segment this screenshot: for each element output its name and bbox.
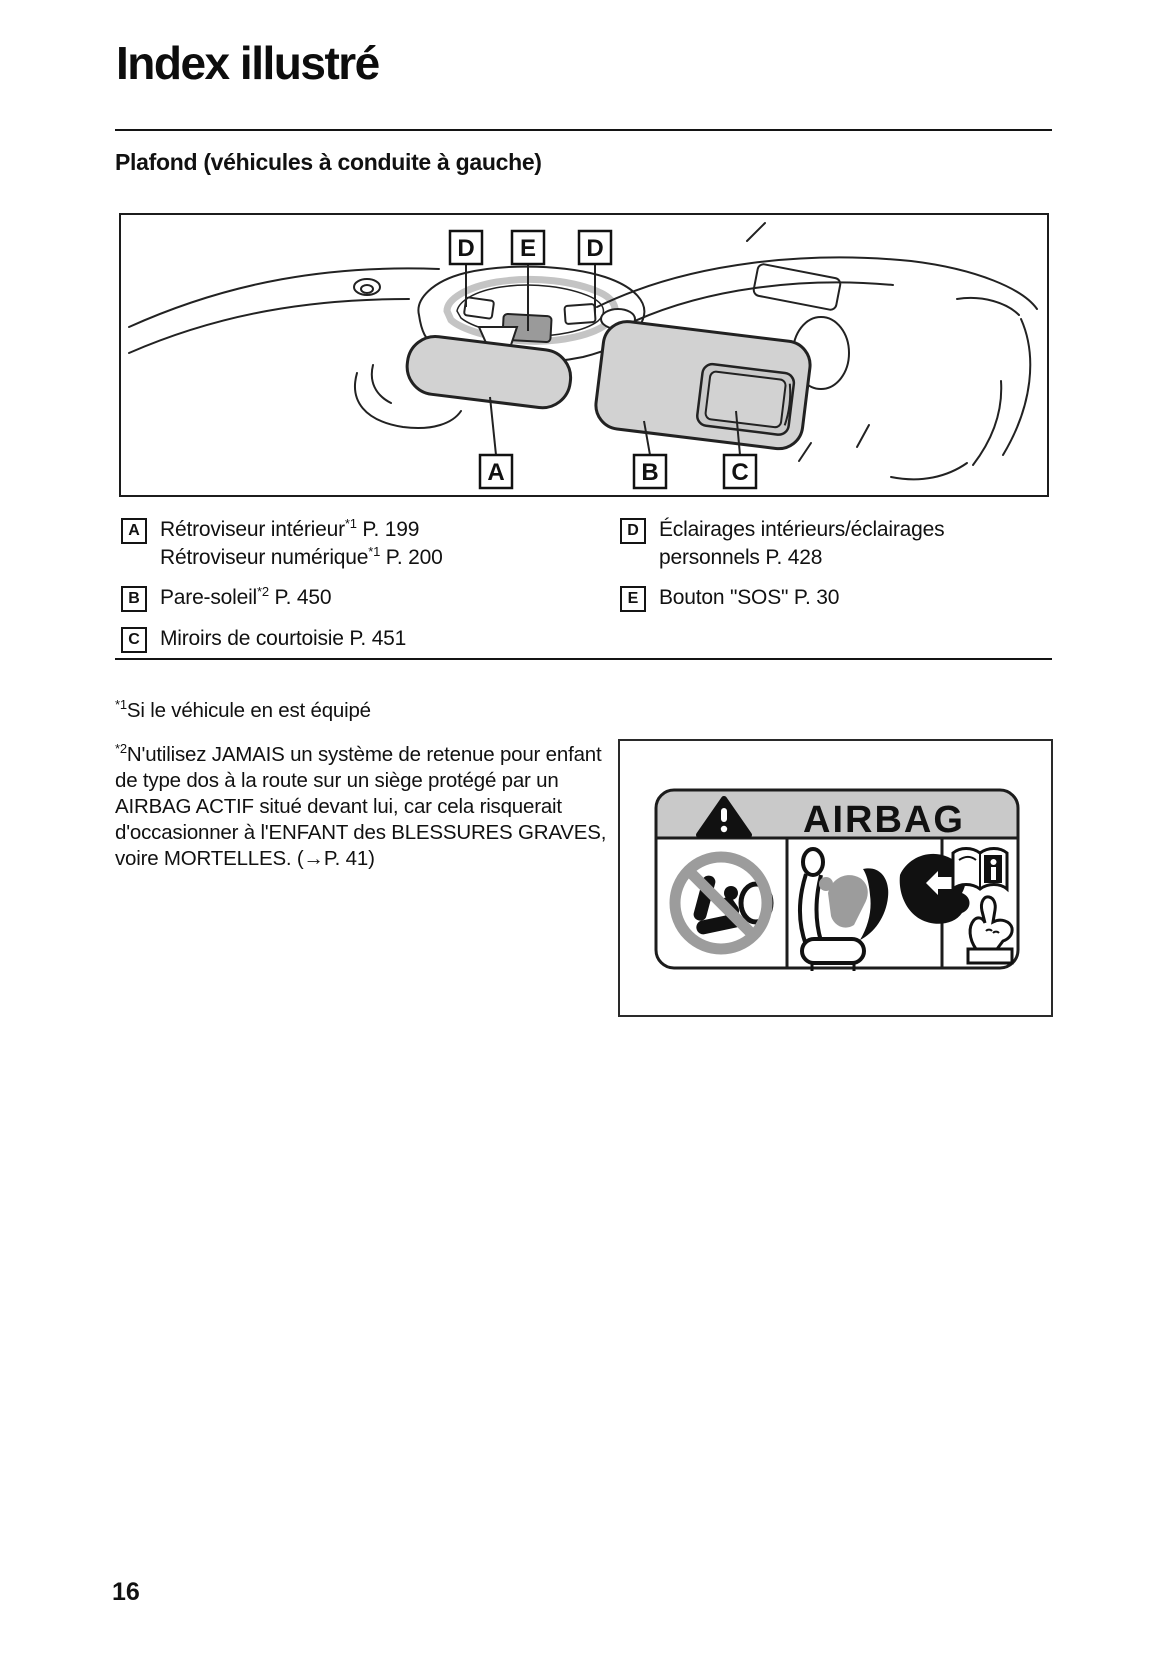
- legend-a-line2-sup: *1: [368, 543, 381, 559]
- legend-b-line1-page: P. 450: [268, 586, 332, 609]
- footnote-1-text: Si le véhicule en est équipé: [126, 699, 371, 722]
- legend-key-c: C: [121, 627, 147, 653]
- legend-key-b: B: [121, 586, 147, 612]
- legend-item-c: C Miroirs de courtoisie P. 451: [121, 625, 581, 653]
- legend-item-b: B Pare-soleil*2 P. 450: [121, 584, 581, 612]
- legend-item-d: D Éclairages intérieurs/éclairages perso…: [620, 516, 1060, 571]
- sun-visor-shape: [594, 320, 812, 451]
- legend-b-line1: Pare-soleil: [160, 586, 258, 609]
- legend-text-a: Rétroviseur intérieur*1 P. 199 Rétrovise…: [160, 516, 443, 571]
- footnote-1-marker: *1: [115, 697, 127, 713]
- read-owners-manual-icon: [951, 847, 1014, 965]
- no-rear-facing-child-seat-icon: [669, 851, 774, 955]
- footnote-2-text: N'utilisez JAMAIS un système de retenue …: [115, 743, 607, 870]
- callout-letter-d1: D: [457, 235, 474, 262]
- legend-a-line1-page: P. 199: [356, 518, 420, 541]
- page-number: 16: [112, 1578, 140, 1606]
- legend-left-column: A Rétroviseur intérieur*1 P. 199 Rétrovi…: [121, 516, 581, 666]
- airbag-header-bar: [656, 790, 1018, 838]
- callout-letter-a: A: [487, 459, 504, 486]
- legend-d-line2: personnels P. 428: [659, 545, 823, 569]
- legend-text-c: Miroirs de courtoisie P. 451: [160, 625, 406, 653]
- legend-divider: [115, 658, 1052, 660]
- legend-text-b: Pare-soleil*2 P. 450: [160, 584, 332, 612]
- legend-c-line1: Miroirs de courtoisie P. 451: [160, 627, 407, 650]
- airbag-deployment-icon: [798, 847, 970, 971]
- legend-item-a: A Rétroviseur intérieur*1 P. 199 Rétrovi…: [121, 516, 581, 571]
- legend-a-line1: Rétroviseur intérieur: [160, 518, 345, 541]
- legend-a-line2-page: P. 200: [380, 545, 443, 569]
- legend-text-e: Bouton "SOS" P. 30: [659, 584, 839, 612]
- footnote-2: *2N'utilisez JAMAIS un système de retenu…: [115, 742, 607, 872]
- legend-right-column: D Éclairages intérieurs/éclairages perso…: [620, 516, 1060, 625]
- legend-item-e: E Bouton "SOS" P. 30: [620, 584, 1060, 612]
- callout-leader-lines: [465, 264, 741, 456]
- footnote-2-marker: *2: [115, 741, 127, 757]
- airbag-warning-figure: AIRBAG: [618, 739, 1053, 1017]
- legend-key-d: D: [620, 518, 646, 544]
- legend-d-line1: Éclairages intérieurs/éclairages: [659, 518, 945, 541]
- ceiling-diagram-figure: D E D A B C: [119, 213, 1049, 497]
- legend-key-e: E: [620, 586, 646, 612]
- legend-key-a: A: [121, 518, 147, 544]
- callout-letter-e: E: [520, 235, 536, 262]
- airbag-warning-label: AIRBAG: [654, 788, 1020, 971]
- section-heading: Plafond (véhicules à conduite à gauche): [115, 149, 542, 175]
- footnote-1: *1Si le véhicule en est équipé: [115, 698, 607, 724]
- title-divider: [115, 129, 1052, 131]
- airbag-header-text: AIRBAG: [803, 799, 965, 841]
- callout-boxes: D E D A B C: [448, 229, 758, 490]
- ceiling-diagram-drawing: D E D A B C: [128, 222, 1038, 490]
- legend-e-line1: Bouton "SOS" P. 30: [659, 586, 840, 609]
- callout-letter-c: C: [731, 459, 748, 486]
- page-title: Index illustré: [116, 37, 380, 89]
- callout-letter-d2: D: [586, 235, 603, 262]
- legend-a-line1-sup: *1: [344, 516, 357, 531]
- legend-b-line1-sup: *2: [257, 584, 269, 599]
- legend-a-line2: Rétroviseur numérique: [160, 545, 369, 569]
- legend-text-d: Éclairages intérieurs/éclairages personn…: [659, 516, 945, 571]
- warning-triangle-icon: [696, 796, 752, 838]
- rearview-mirror-shape: [405, 326, 573, 410]
- callout-letter-b: B: [641, 459, 658, 486]
